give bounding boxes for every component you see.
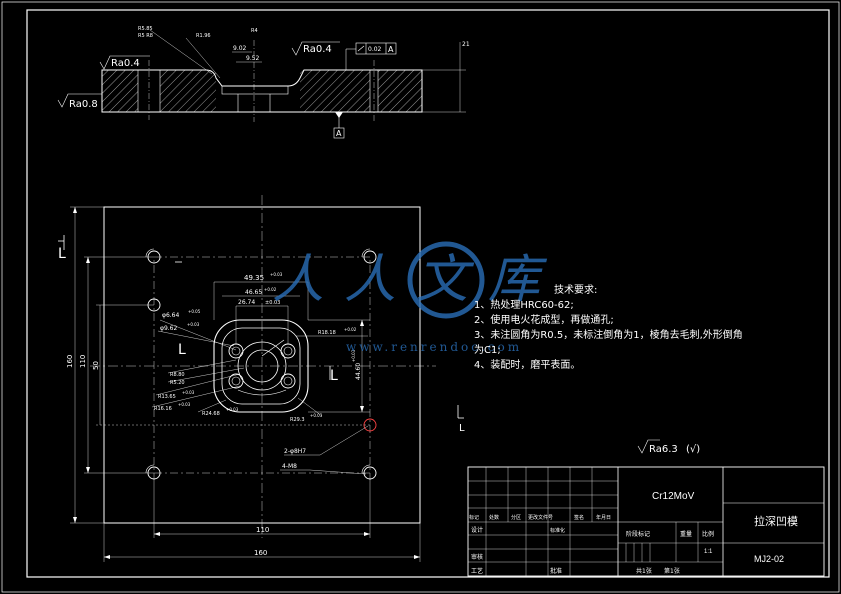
dim-9-52: 9.52 <box>246 55 260 62</box>
watermark: 人人文库 www.renrendoc.com <box>272 241 560 354</box>
tech-note-line: 4、装配时，磨平表面。 <box>474 360 581 371</box>
section-view: 21 Ra0.4 Ra0.8 Ra0.4 0.02 A A 9.52 9.02 … <box>57 26 470 139</box>
technical-requirements: 技术要求: 1、热处理HRC60-62; 2、使用电火花成型，再做通孔; 3、未… <box>474 283 804 373</box>
datum-a-label: A <box>336 129 342 138</box>
dim-dia-6-64: φ6.64 <box>162 312 180 319</box>
dim-46-65-tol: +0.02 <box>264 287 277 292</box>
dim-r-24-68: R24.68 <box>202 411 220 417</box>
dim-44-60-tol: +0.03 <box>351 349 356 362</box>
cavity-outer <box>213 319 309 413</box>
dim-26-74: 26.74 <box>238 299 255 306</box>
h-docno: 更改文件号 <box>528 514 553 521</box>
r-weight: 重量 <box>680 530 692 538</box>
title-block: Cr12MoV 拉深凹模 MJ2-02 标记 处数 分区 更改文件号 签名 年月… <box>467 466 825 577</box>
dim-height-160: 160 <box>66 355 74 368</box>
tech-note-line: 为C1; <box>474 345 501 356</box>
h-zone: 分区 <box>511 514 521 521</box>
dim-r-29-3-tol: +0.03 <box>310 413 323 418</box>
dim-r-18-18: R18.18 <box>318 330 336 336</box>
tolerance-datum: A <box>388 45 394 54</box>
dim-r-29-3: R29.3 <box>290 417 305 423</box>
dim-49-35-tol: +0.03 <box>270 272 283 277</box>
watermark-url: www.renrendoc.com <box>346 340 522 354</box>
dim-r-16-16-tol: +0.03 <box>178 402 191 407</box>
r-total: 共1张 <box>636 567 652 575</box>
tech-note-line: 2、使用电火花成型，再做通孔; <box>474 315 614 326</box>
cut-label-inner-left: L <box>178 342 186 358</box>
roughness-general-symbol <box>637 439 660 454</box>
dim-44-60: 44.60 <box>355 363 362 380</box>
roughness-top: Ra0.4 <box>303 44 332 55</box>
part-name: 拉深凹模 <box>754 514 798 528</box>
h-count: 处数 <box>489 514 499 521</box>
cavity-inner <box>221 327 301 405</box>
roughness-left-top: Ra0.4 <box>111 58 140 69</box>
dim-height-50: 50 <box>92 361 100 370</box>
r-scale: 比例 <box>702 530 714 538</box>
dim-dia-6-64-tol: +0.05 <box>188 309 201 314</box>
roughness-general: Ra6.3 <box>649 444 678 455</box>
h-mark: 标记 <box>469 514 479 521</box>
roughness-general-suffix: (√) <box>686 444 700 455</box>
dim-r-24-68-tol: +0.03 <box>226 407 239 412</box>
dim-49-35: 49.35 <box>244 274 264 282</box>
h-date: 年月日 <box>596 514 611 521</box>
dim-dia-9-62: φ9.62 <box>160 325 178 332</box>
tech-note-line: 3、未注圆角为R0.5，未标注倒角为1，棱角去毛刺,外形倒角 <box>474 330 743 341</box>
material: Cr12MoV <box>652 491 695 502</box>
tech-note-line: 1、热处理HRC60-62; <box>474 300 574 311</box>
center-bore <box>237 341 287 391</box>
cut-label-right: L <box>459 423 465 434</box>
roughness-left-bottom: Ra0.8 <box>69 99 98 110</box>
dim-r-18-18-tol: +0.02 <box>344 327 357 332</box>
r-stage: 阶段标记 <box>626 530 650 538</box>
dim-r-1-96: R1.96 <box>196 33 211 39</box>
dim-width-160: 160 <box>254 549 267 557</box>
scale-value: 1:1 <box>704 549 713 555</box>
watermark-cn: 人人文库 <box>272 250 560 310</box>
tolerance-frame <box>355 42 397 55</box>
r-design: 设计 <box>471 526 483 534</box>
watermark-circle <box>407 241 485 319</box>
inner-border <box>26 9 830 578</box>
tolerance-value: 0.02 <box>368 46 382 53</box>
dim-26-74-tol: ±0.03 <box>265 300 280 306</box>
dim-r-13-65: R13.65 <box>158 394 176 400</box>
dim-r-left-b: R5 R8 <box>138 33 153 39</box>
cut-label-top-left: L <box>58 246 66 262</box>
dim-dia-9-62-tol: +0.03 <box>187 322 200 327</box>
r-sheet: 第1张 <box>664 567 680 575</box>
dim-width-110: 110 <box>256 526 269 534</box>
dim-r-13-65-tol: +0.03 <box>182 390 195 395</box>
callout-screw-holes: 4-M8 <box>282 463 297 470</box>
dim-r-8-80: R8.80 <box>170 372 185 378</box>
plan-view: L L L L 160 110 160 110 50 <box>58 195 465 562</box>
r-process: 工艺 <box>471 567 483 575</box>
dim-r-5-20: R5.20 <box>170 380 185 386</box>
dim-21: 21 <box>462 41 470 48</box>
r-std: 标准化 <box>550 527 565 534</box>
r-approve: 批准 <box>550 567 562 575</box>
tech-notes-title: 技术要求: <box>554 285 598 296</box>
dim-r-16-16: R16.16 <box>154 406 172 412</box>
dim-9-02: 9.02 <box>233 45 247 52</box>
cut-label-inner-right: L <box>330 368 338 384</box>
dim-height-110: 110 <box>79 355 87 368</box>
dim-top-r: R4 <box>251 28 258 34</box>
drawing-number: MJ2-02 <box>754 554 784 564</box>
callout-pin-holes: 2-φ8H7 <box>284 448 306 455</box>
r-review: 审核 <box>471 553 483 561</box>
dim-r-left-a: R5.85 <box>138 26 153 32</box>
dim-46-65: 46.65 <box>245 289 262 296</box>
h-sign: 签名 <box>574 514 584 521</box>
